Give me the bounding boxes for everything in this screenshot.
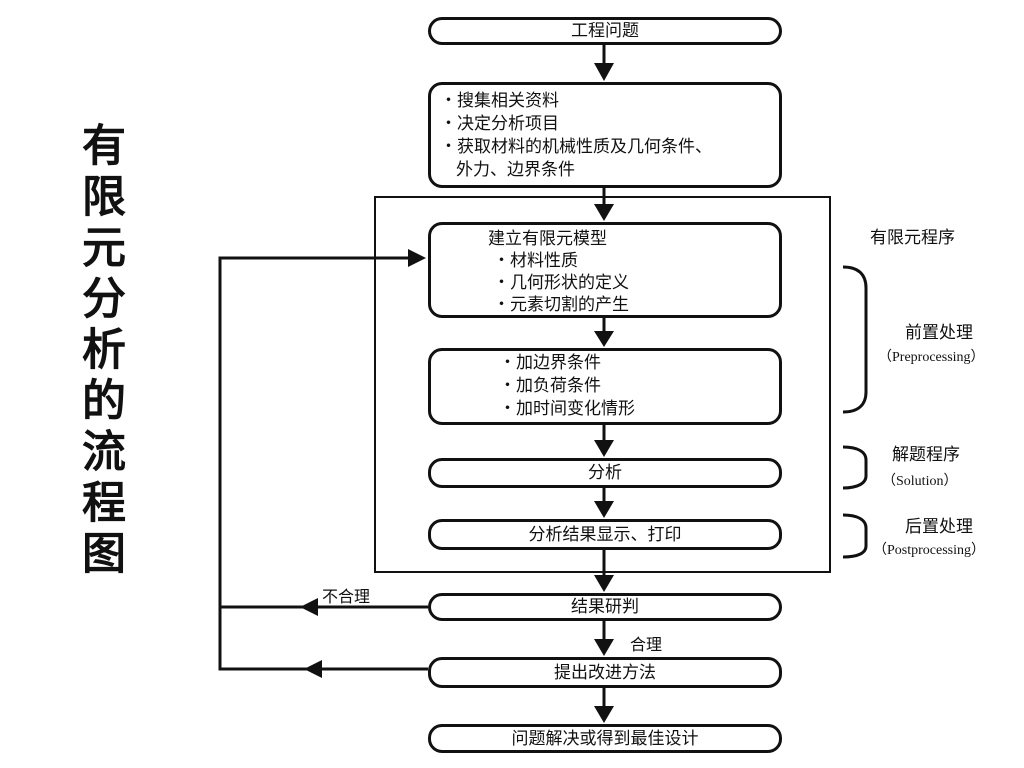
page-title: 有限元分析的流程图 bbox=[74, 122, 125, 581]
stage-label-preprocessing-en: （Preprocessing） bbox=[878, 350, 985, 365]
stage-label-preprocessing: 前置处理 bbox=[905, 323, 973, 343]
node-engineering-problem: 工程问题 bbox=[428, 17, 782, 45]
node-line: ・加时间变化情形 bbox=[499, 399, 635, 419]
arrow-improve-to-solved bbox=[594, 688, 614, 723]
node-display-results: 分析结果显示、打印 bbox=[428, 519, 782, 550]
feedback-loop bbox=[218, 249, 428, 678]
arrow-head-left bbox=[304, 660, 322, 678]
node-line: ・几何形状的定义 bbox=[493, 273, 629, 293]
stage-label-postprocessing-en: （Postprocessing） bbox=[873, 543, 985, 558]
edge-label-unreasonable: 不合理 bbox=[322, 587, 371, 606]
node-line: ・搜集相关资料 bbox=[440, 91, 559, 111]
node-line: ・决定分析项目 bbox=[440, 114, 559, 134]
node-preparation: ・搜集相关资料 ・决定分析项目 ・获取材料的机械性质及几何条件、 外力、边界条件 bbox=[428, 82, 782, 188]
solution-bracket bbox=[842, 445, 868, 490]
stage-label-program: 有限元程序 bbox=[870, 228, 955, 248]
node-line: ・加负荷条件 bbox=[499, 376, 601, 396]
node-heading: 建立有限元模型 bbox=[488, 229, 607, 249]
postprocessing-bracket bbox=[842, 513, 868, 559]
arrow-head-left bbox=[300, 598, 318, 616]
stage-label-solution-en: （Solution） bbox=[882, 474, 958, 489]
node-build-model: 建立有限元模型 ・材料性质 ・几何形状的定义 ・元素切割的产生 bbox=[428, 222, 782, 318]
node-line: 外力、边界条件 bbox=[456, 160, 575, 180]
node-solved: 问题解决或得到最佳设计 bbox=[428, 724, 782, 753]
preprocessing-bracket bbox=[842, 265, 868, 414]
node-judge-results: 结果研判 bbox=[428, 593, 782, 621]
stage-label-solution: 解题程序 bbox=[892, 445, 960, 465]
arrow-display-to-judge bbox=[594, 550, 614, 592]
node-conditions: ・加边界条件 ・加负荷条件 ・加时间变化情形 bbox=[428, 348, 782, 425]
arrow-head-right bbox=[408, 249, 426, 267]
arrow-head bbox=[594, 331, 614, 347]
node-analysis: 分析 bbox=[428, 458, 782, 488]
arrow-conditions-to-analysis bbox=[594, 425, 614, 457]
stage-label-postprocessing: 后置处理 bbox=[905, 517, 973, 537]
edge-label-reasonable: 合理 bbox=[630, 635, 663, 654]
arrow-judge-to-improve bbox=[594, 621, 614, 656]
arrow-head bbox=[594, 501, 614, 518]
arrow-head bbox=[594, 575, 614, 592]
node-improve-method: 提出改进方法 bbox=[428, 657, 782, 688]
arrow-prep-to-model bbox=[594, 188, 614, 221]
arrow-head bbox=[594, 706, 614, 723]
arrow-model-to-conditions bbox=[594, 318, 614, 347]
arrow-head bbox=[594, 639, 614, 656]
arrow-problem-to-prep bbox=[594, 45, 614, 81]
arrow-head bbox=[594, 204, 614, 221]
node-line: ・加边界条件 bbox=[499, 353, 601, 373]
arrow-analysis-to-display bbox=[594, 488, 614, 518]
arrow-head bbox=[594, 440, 614, 457]
node-line: ・材料性质 bbox=[493, 251, 578, 271]
node-line: ・元素切割的产生 bbox=[493, 295, 629, 315]
node-line: ・获取材料的机械性质及几何条件、 bbox=[440, 137, 712, 157]
arrow-head bbox=[594, 63, 614, 81]
